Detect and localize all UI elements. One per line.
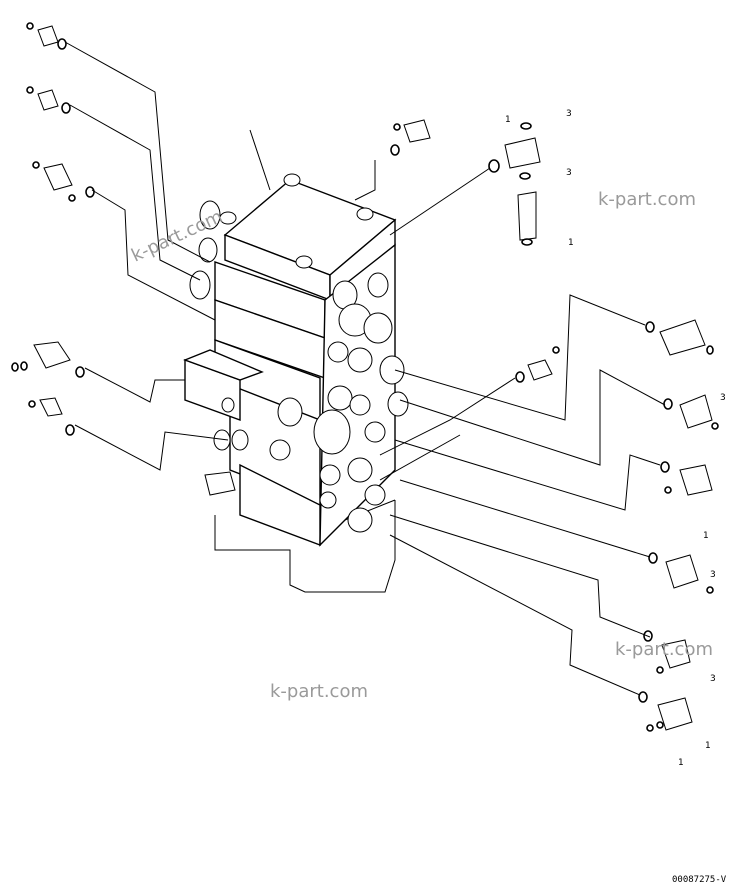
watermark-4: k-part.com (270, 681, 368, 702)
callout-label: 1 (568, 238, 574, 248)
callout-label: 3 (710, 674, 716, 684)
callout-label: 3 (566, 168, 572, 178)
callout-label: 1 (505, 115, 511, 125)
watermark-3: k-part.com (615, 639, 713, 660)
main-valve-block (183, 173, 409, 547)
fittings (11, 22, 719, 732)
leader-lines (64, 41, 666, 696)
drawing-number: 00087275-V (672, 875, 727, 885)
callout-label: 3 (710, 570, 716, 580)
callout-label: 3 (566, 109, 572, 119)
watermark-1: k-part.com (598, 189, 696, 210)
callout-labels: 1 3 3 1 3 1 3 3 1 1 (505, 109, 726, 768)
callout-label: 3 (720, 393, 726, 403)
callout-label: 1 (678, 758, 684, 768)
callout-label: 1 (705, 741, 711, 751)
callout-label: 1 (703, 531, 709, 541)
